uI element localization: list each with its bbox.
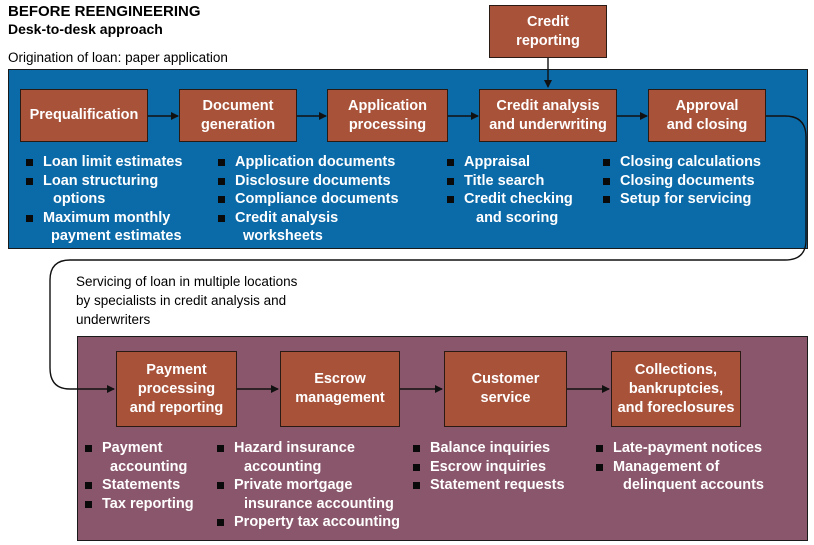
box-label-line: Approval [675,97,739,114]
list-item: Balance inquiries [413,439,593,458]
list-item: Tax reporting [85,495,215,514]
box-label-line: reporting [516,32,580,49]
step-payment-processing: Payment processing and reporting [116,351,237,427]
step-customer-service: Customer service [444,351,567,427]
box-label-line: management [295,390,385,406]
box-label-line: Collections, [634,361,718,378]
list-item: Escrow inquiries [413,458,593,477]
box-label-line: bankruptcies, [628,380,724,397]
list-item: Compliance documents [218,190,418,209]
list-item: Closing calculations [603,153,803,172]
list-item: Disclosure documents [218,172,418,191]
box-label-line: Application [348,97,427,114]
origination-note: Origination of loan: paper application [8,50,228,65]
list-item: Title search [447,172,597,191]
list-item: Closing documents [603,172,803,191]
box-label-line: Payment [146,361,207,378]
box-label-line: processing [137,380,216,397]
step-collections: Collections, bankruptcies, and foreclosu… [611,351,741,427]
box-label-line: and underwriting [489,116,607,133]
credit-reporting-box: Credit reporting [489,5,607,58]
approval-closing-list: Closing calculations Closing documents S… [603,153,803,209]
step-prequalification: Prequalification [20,89,148,142]
servicing-note-line: Servicing of loan in multiple locations [76,274,298,289]
list-item: Appraisal [447,153,597,172]
box-label-line: generation [200,116,276,133]
diagram-title: BEFORE REENGINEERING [8,3,201,20]
box-label-line: Customer [471,371,540,387]
box-label-line: processing [348,116,427,133]
box-label-line: and foreclosures [617,399,735,416]
box-label-line: Credit [527,13,569,30]
diagram-subtitle: Desk-to-desk approach [8,21,163,37]
box-label-line: and reporting [129,399,224,416]
box-label-line: service [480,390,531,406]
list-item: Statement requests [413,476,593,495]
box-label-line: and closing [666,116,748,133]
document-generation-list: Application documents Disclosure documen… [218,153,418,246]
box-label-line: Prequalification [29,107,139,123]
servicing-note-line: underwriters [76,312,151,327]
step-credit-analysis: Credit analysis and underwriting [479,89,617,142]
servicing-note: Servicing of loan in multiple locations … [76,272,297,329]
list-item: Application documents [218,153,418,172]
customer-service-list: Balance inquiries Escrow inquiries State… [413,439,593,495]
box-label-line: Escrow [314,371,366,387]
step-document-generation: Document generation [179,89,297,142]
box-label-line: Document [202,97,274,114]
step-approval-closing: Approval and closing [648,89,766,142]
list-item: Loan limit estimates [26,153,216,172]
list-item: Property tax accounting [217,513,417,532]
arrow-origination-to-servicing [49,115,807,393]
servicing-note-line: by specialists in credit analysis and [76,293,287,308]
list-item: Late-payment notices [596,439,801,458]
box-label-line: Credit analysis [496,97,600,114]
step-application-processing: Application processing [327,89,448,142]
step-escrow-management: Escrow management [280,351,400,427]
list-item: Setup for servicing [603,190,803,209]
list-item: Statements [85,476,215,495]
